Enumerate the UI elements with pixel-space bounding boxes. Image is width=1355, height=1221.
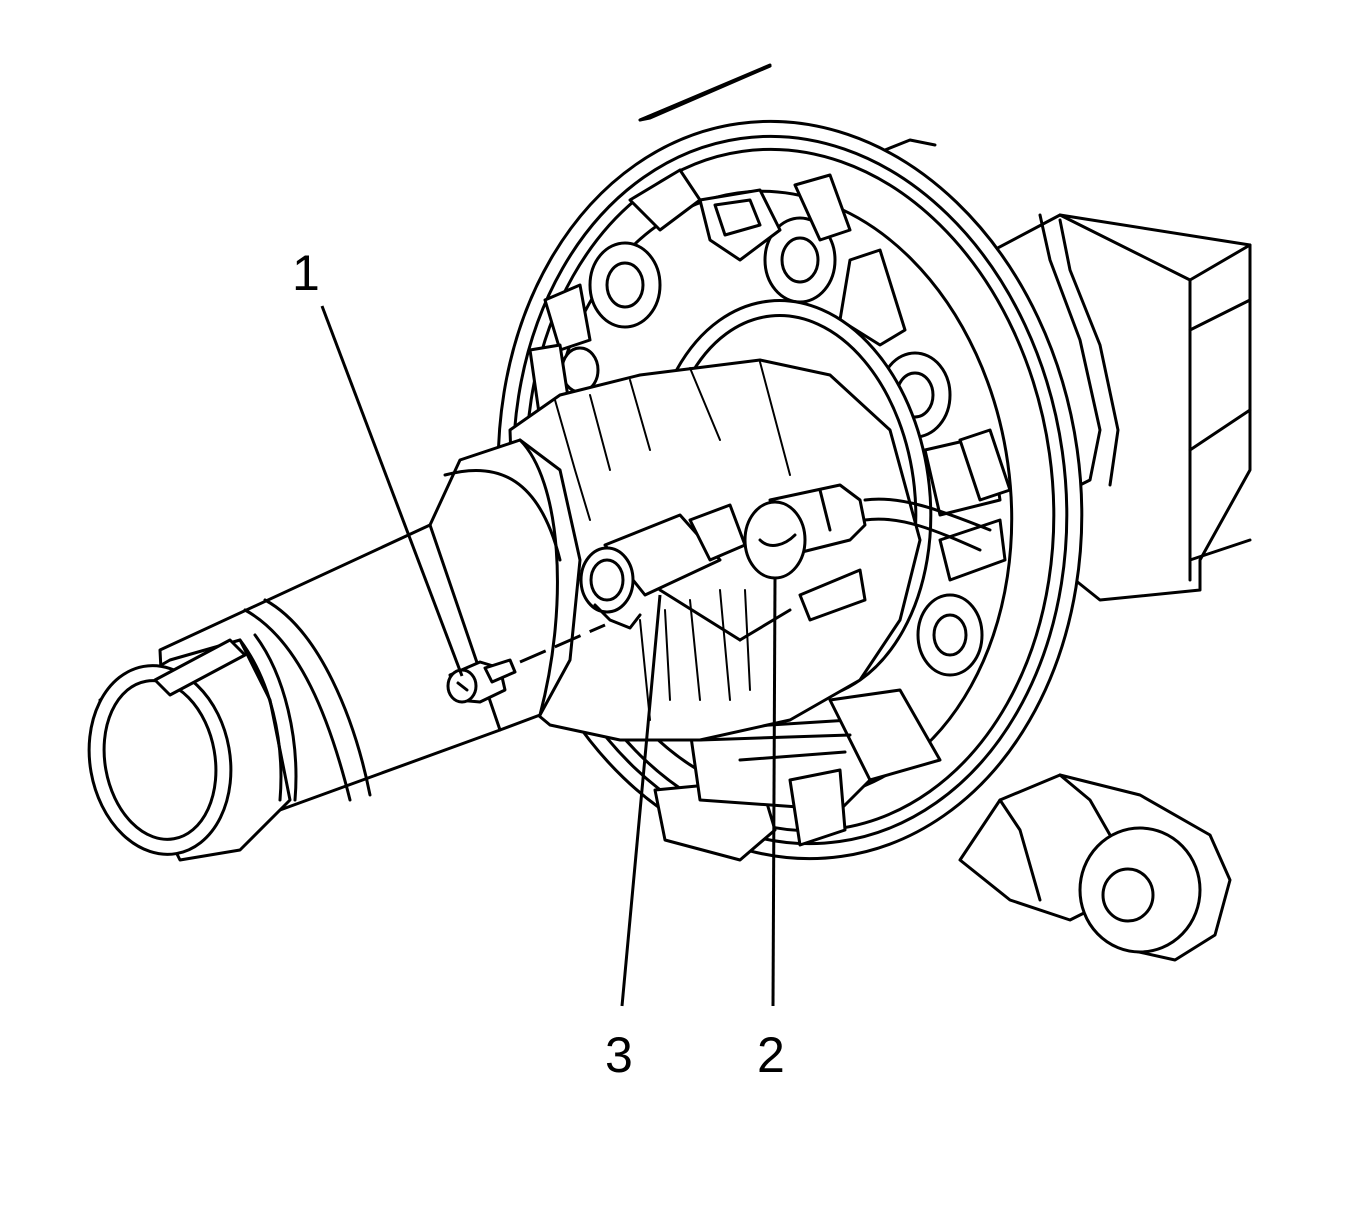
screw [446, 623, 606, 704]
grommet-plug [743, 483, 992, 622]
steering-shaft [87, 523, 502, 862]
leader-line-2 [771, 577, 777, 1007]
mounting-bracket [958, 773, 1232, 962]
callout-label-3: 3 [605, 1027, 633, 1083]
lower-clamp [653, 688, 942, 862]
leader-line-3 [620, 594, 662, 1007]
leader-line-1 [320, 305, 464, 677]
sensor-connector [579, 503, 792, 642]
callout-label-2: 2 [757, 1027, 785, 1083]
callout-label-1: 1 [292, 245, 320, 301]
flange-ribs [528, 168, 1012, 582]
flange-bolt-holes [560, 216, 984, 677]
leader-lines [320, 305, 777, 1007]
